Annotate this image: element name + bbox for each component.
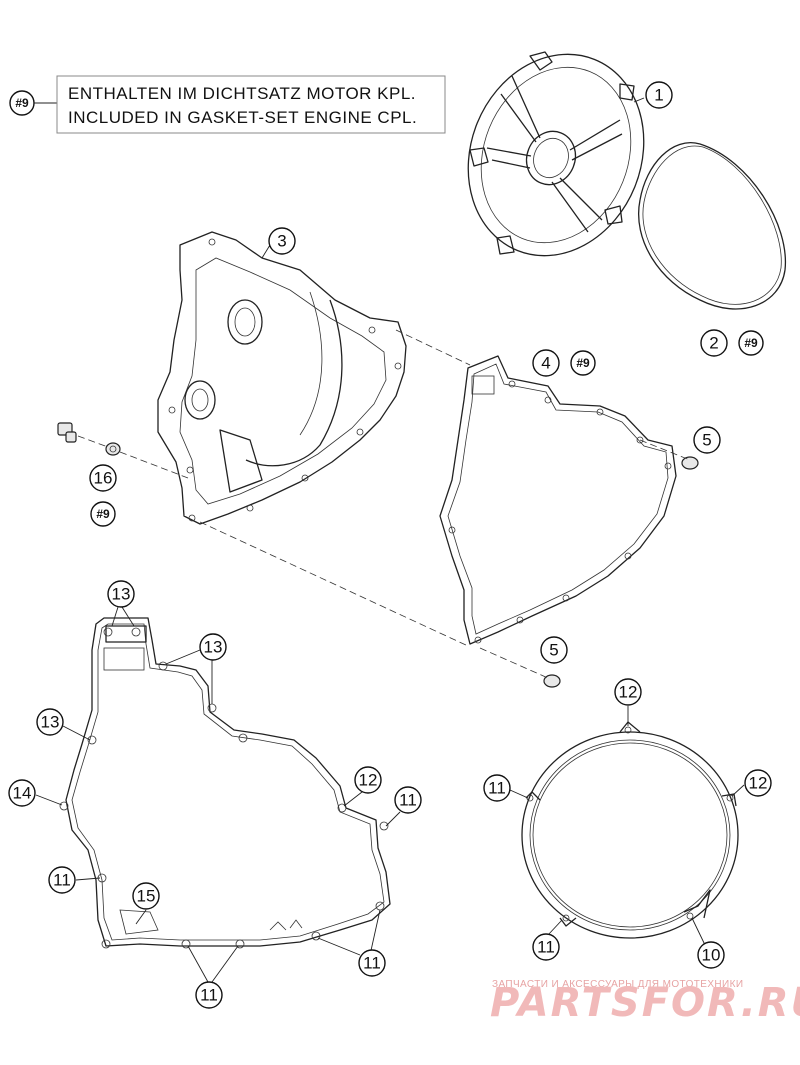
svg-text:13: 13	[204, 638, 223, 657]
callout-2: 2 #9	[700, 329, 764, 357]
callout-11-right: 11	[394, 786, 422, 814]
callout-11-bottom: 11	[195, 981, 223, 1009]
gasket-set-note: #9 ENTHALTEN IM DICHTSATZ MOTOR KPL. INC…	[9, 75, 446, 134]
watermark-logo: PARTSFOR.RU	[490, 980, 800, 1026]
svg-text:#9: #9	[576, 356, 590, 370]
o-ring-seal	[638, 142, 787, 310]
note-line-german: ENTHALTEN IM DICHTSATZ MOTOR KPL.	[68, 84, 416, 103]
svg-text:2: 2	[709, 334, 718, 353]
callout-12-gasket: 12	[354, 766, 382, 794]
svg-text:#9: #9	[744, 336, 758, 350]
outer-clutch-cover	[467, 51, 645, 257]
watermark: ЗАПЧАСТИ И АКСЕССУАРЫ ДЛЯ МОТОТЕХНИКИ PA…	[490, 979, 800, 1026]
callout-12-top: 12	[614, 678, 642, 706]
callout-13-left: 13	[36, 708, 64, 736]
callout-11-left: 11	[48, 866, 76, 894]
note-tag: #9	[15, 96, 29, 110]
screw	[57, 422, 121, 456]
callout-11-cover-bottom: 11	[532, 933, 560, 961]
svg-text:10: 10	[702, 946, 721, 965]
callout-15: 15	[132, 882, 160, 910]
clutch-cover	[157, 231, 407, 525]
outer-cover-gasket	[521, 721, 739, 939]
leader-lines	[35, 97, 745, 983]
note-line-english: INCLUDED IN GASKET-SET ENGINE CPL.	[68, 108, 417, 127]
callout-5-upper: 5	[693, 426, 721, 454]
svg-text:1: 1	[654, 86, 663, 105]
callout-11-bottom-right: 11	[358, 949, 386, 977]
callout-13-mid: 13	[199, 633, 227, 661]
svg-text:5: 5	[702, 431, 711, 450]
callout-5-lower: 5	[540, 636, 568, 664]
svg-text:11: 11	[537, 938, 555, 957]
svg-text:3: 3	[277, 232, 286, 251]
svg-text:12: 12	[619, 683, 638, 702]
svg-text:#9: #9	[96, 507, 110, 521]
svg-text:12: 12	[359, 771, 378, 790]
svg-text:11: 11	[399, 791, 417, 810]
callout-12-cover-right: 12	[744, 769, 772, 797]
svg-text:11: 11	[488, 779, 506, 798]
large-gasket	[59, 617, 391, 949]
svg-text:16: 16	[94, 469, 113, 488]
callout-10: 10	[697, 941, 725, 969]
dowel-pins	[543, 456, 699, 688]
assembly-lines	[77, 329, 691, 679]
callout-4: 4 #9	[532, 349, 596, 377]
callout-14: 14	[8, 779, 36, 807]
svg-text:14: 14	[13, 784, 32, 803]
callout-16: 16 #9	[89, 464, 117, 527]
clutch-cover-gasket	[439, 355, 677, 645]
svg-text:12: 12	[749, 774, 768, 793]
svg-text:15: 15	[137, 887, 156, 906]
callout-13-top: 13	[107, 580, 135, 608]
svg-text:5: 5	[549, 641, 558, 660]
callout-3: 3	[268, 227, 296, 255]
svg-text:13: 13	[112, 585, 131, 604]
svg-text:13: 13	[41, 713, 60, 732]
svg-text:11: 11	[53, 871, 71, 890]
callout-1: 1	[645, 81, 673, 109]
watermark-tagline: ЗАПЧАСТИ И АКСЕССУАРЫ ДЛЯ МОТОТЕХНИКИ	[492, 979, 743, 990]
callout-11-cover-left: 11	[483, 774, 511, 802]
svg-text:11: 11	[363, 954, 381, 973]
svg-text:11: 11	[200, 986, 218, 1005]
svg-text:4: 4	[541, 354, 550, 373]
